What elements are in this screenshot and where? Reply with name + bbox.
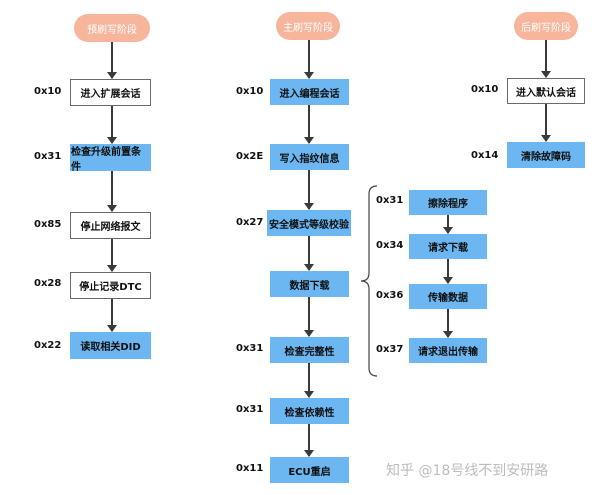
service-id-label: 0x22	[34, 340, 62, 351]
step-ecu-reset: ECU重启	[270, 457, 349, 483]
service-id-label: 0x10	[34, 86, 62, 97]
service-id-label: 0x10	[471, 84, 499, 95]
arrow-connector	[304, 424, 314, 457]
step-stop-network-messages: 停止网络报文	[70, 212, 151, 239]
arrow-connector	[107, 299, 117, 332]
service-id-label: 0x14	[471, 150, 499, 161]
substep-request-transfer-exit: 请求退出传输	[409, 338, 487, 363]
arrow-connector	[304, 297, 314, 337]
stage-title-post-flash: 后刷写阶段	[514, 12, 578, 40]
service-id-label: 0x37	[376, 344, 404, 355]
arrow-connector	[304, 170, 314, 210]
step-check-integrity: 检查完整性	[270, 337, 349, 363]
service-id-label: 0x31	[236, 404, 264, 415]
service-id-label: 0x11	[236, 463, 264, 474]
arrow-connector	[304, 363, 314, 398]
service-id-label: 0x36	[376, 290, 404, 301]
step-enter-default-session: 进入默认会话	[507, 78, 585, 104]
substep-transfer-data: 传输数据	[409, 284, 487, 309]
stage-title-pre-flash: 预刷写阶段	[74, 14, 150, 42]
step-data-download: 数据下载	[270, 271, 349, 297]
service-id-label: 0x27	[236, 217, 264, 228]
step-enter-extended-session: 进入扩展会话	[70, 79, 151, 106]
step-check-dependency: 检查依赖性	[270, 398, 349, 424]
service-id-label: 0x10	[236, 86, 264, 97]
service-id-label: 0x31	[236, 343, 264, 354]
step-check-preconditions: 检查升级前置条件	[70, 144, 151, 173]
substep-request-download: 请求下载	[409, 234, 487, 259]
arrow-connector	[541, 40, 551, 78]
step-write-fingerprint: 写入指纹信息	[270, 144, 349, 170]
step-stop-dtc-recording: 停止记录DTC	[70, 272, 151, 299]
stage-title-main-flash: 主刷写阶段	[276, 12, 340, 40]
arrow-connector	[304, 236, 314, 271]
arrow-connector	[443, 215, 453, 234]
arrow-connector	[107, 239, 117, 272]
service-id-label: 0x28	[34, 278, 62, 289]
arrow-connector	[304, 40, 314, 79]
arrow-connector	[304, 105, 314, 144]
service-id-label: 0x2E	[236, 151, 264, 162]
step-read-related-did: 读取相关DID	[70, 332, 151, 359]
step-clear-dtc: 清除故障码	[507, 142, 585, 168]
step-security-access: 安全模式等级校验	[267, 210, 351, 236]
download-group-brace	[360, 185, 378, 377]
substep-erase-program: 擦除程序	[409, 190, 487, 215]
arrow-connector	[107, 42, 117, 79]
watermark: 知乎 @18号线不到安研路	[386, 463, 549, 479]
service-id-label: 0x31	[376, 195, 404, 206]
step-enter-programming-session: 进入编程会话	[270, 79, 349, 105]
arrow-connector	[443, 309, 453, 338]
arrow-connector	[107, 171, 117, 212]
service-id-label: 0x85	[34, 219, 62, 230]
service-id-label: 0x31	[34, 151, 62, 162]
arrow-connector	[443, 259, 453, 284]
service-id-label: 0x34	[376, 240, 404, 251]
arrow-connector	[541, 104, 551, 142]
arrow-connector	[107, 106, 117, 144]
